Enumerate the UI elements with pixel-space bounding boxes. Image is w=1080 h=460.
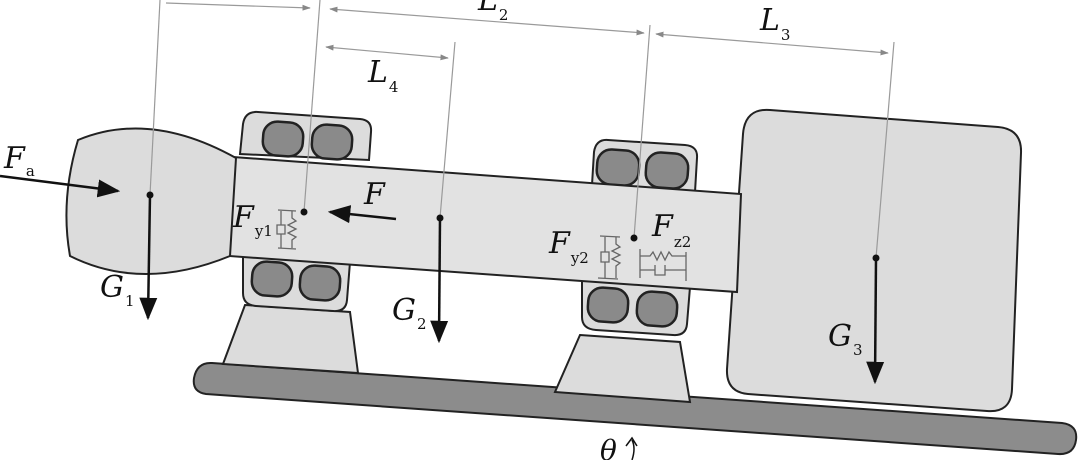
spring-damper-2 [597,235,687,281]
label-G1: G1 [100,270,135,310]
impeller [65,127,238,275]
angle-marker [625,436,638,460]
dimension-lines [149,0,895,259]
labels: Fa F Fy1 Fy2 Fz2 G1 G2 G3 L2 L3 L4 θ [3,0,863,460]
label-Fa: Fa [3,141,35,180]
label-F: F [363,177,386,212]
spring-damper-1 [276,209,298,250]
label-L3: L3 [759,3,790,44]
base-plate [192,361,1078,456]
label-Fy2: Fy2 [548,226,589,267]
force-arrows [0,174,885,385]
label-G2: G2 [392,293,427,333]
label-Fz2: Fz2 [651,209,691,251]
label-theta: θ [600,434,617,460]
bearing-support-2 [553,138,699,404]
label-L2: L2 [477,0,508,24]
label-L4: L4 [367,55,398,96]
label-G3: G3 [828,319,863,359]
label-Fy1: Fy1 [232,200,273,240]
bearing-support-1 [221,110,373,375]
